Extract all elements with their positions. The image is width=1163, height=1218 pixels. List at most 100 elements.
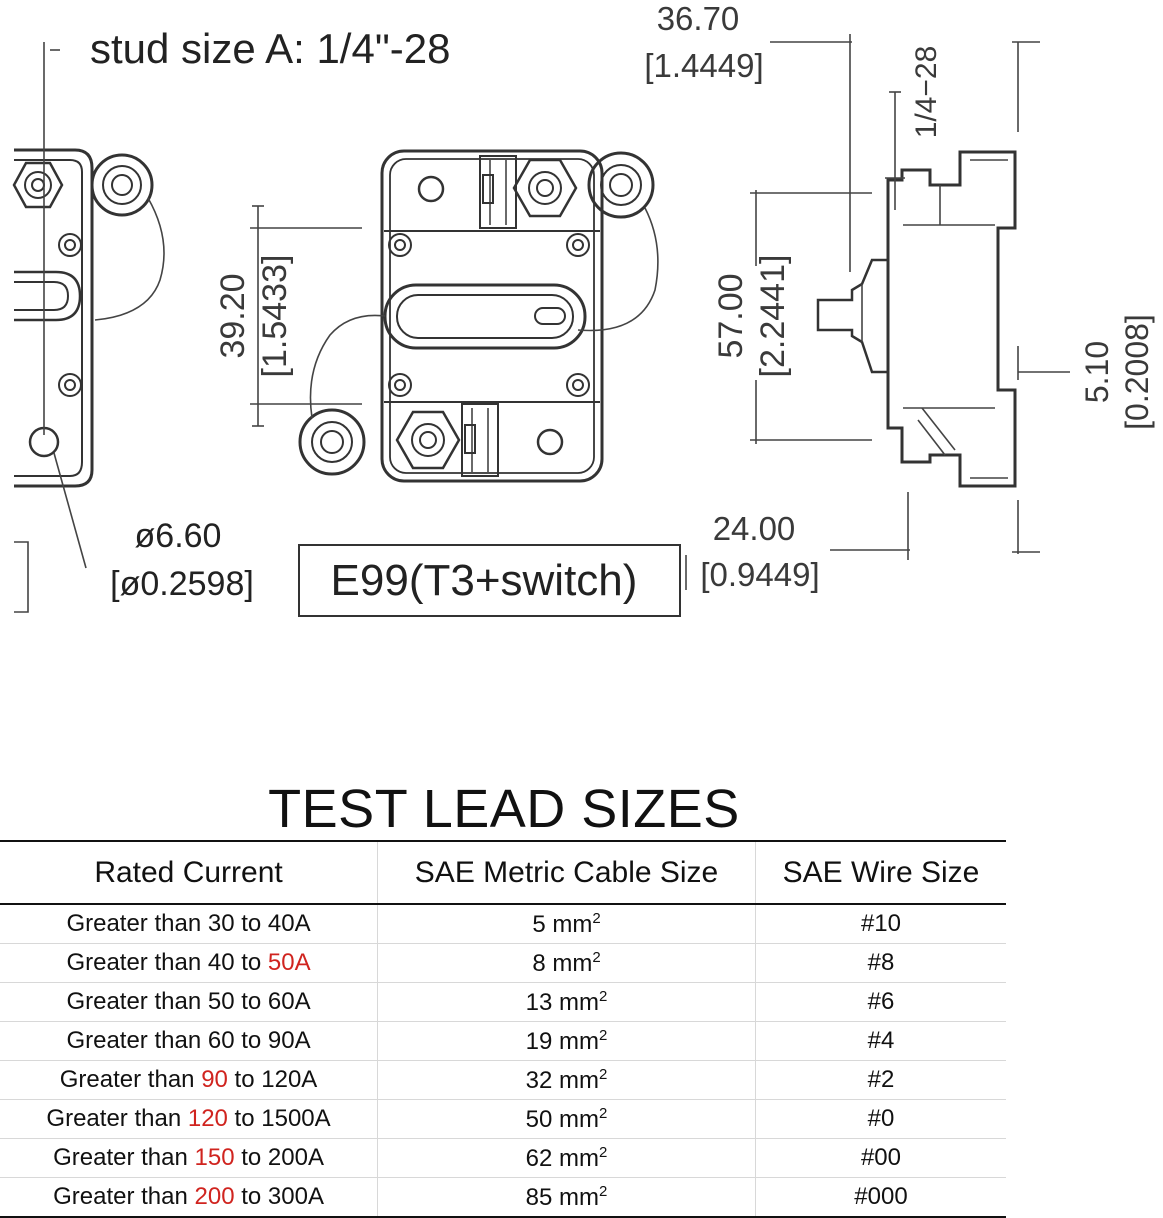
- cable-size-text: 13 mm: [525, 988, 600, 1016]
- rated-current-cell: Greater than 120 to 1500A: [0, 1099, 378, 1139]
- cable-size-text: 5 mm: [532, 910, 593, 938]
- cable-size-exponent: 2: [599, 1182, 608, 1200]
- cable-size-exponent: 2: [599, 1065, 608, 1083]
- left-partial-breaker: [12, 42, 165, 613]
- wire-size-cell: #4: [754, 1021, 1006, 1061]
- current-text: 50: [207, 988, 235, 1015]
- cable-size-exponent: 2: [599, 1143, 608, 1161]
- highlighted-value: 150: [194, 1144, 235, 1171]
- rated-current-cell: Greater than 40 to 50A: [0, 943, 378, 983]
- front-left-terminal-ring: [298, 314, 386, 476]
- current-text: Greater than: [46, 1105, 188, 1132]
- svg-text:[1.5433]: [1.5433]: [256, 255, 294, 378]
- test-lead-sizes-section: TEST LEAD SIZES Rated Current SAE Metric…: [0, 780, 1008, 1218]
- current-text: 200A: [267, 1144, 324, 1171]
- current-text: Greater than: [66, 910, 208, 937]
- header-wire-size: SAE Wire Size: [754, 840, 1006, 905]
- current-text: to: [234, 1183, 268, 1210]
- svg-text:1/4−28: 1/4−28: [910, 46, 943, 139]
- table-header-row: Rated Current SAE Metric Cable Size SAE …: [0, 840, 1006, 905]
- front-right-terminal-ring: [577, 151, 659, 332]
- model-label: E99(T3+switch): [298, 544, 681, 617]
- current-text: 60A: [267, 988, 311, 1015]
- dim-hole: ø6.60 [ø0.2598]: [110, 517, 254, 603]
- metric-cable-cell: 8 mm2: [377, 943, 756, 983]
- metric-cable-cell: 62 mm2: [377, 1138, 756, 1178]
- current-text: 120A: [261, 1066, 318, 1093]
- highlighted-value: 90: [201, 1066, 228, 1093]
- wire-size-cell: #10: [754, 904, 1006, 944]
- svg-text:24.00: 24.00: [713, 510, 796, 547]
- svg-text:ø6.60: ø6.60: [135, 517, 222, 555]
- cable-size-exponent: 2: [592, 948, 601, 966]
- test-lead-table: Rated Current SAE Metric Cable Size SAE …: [0, 840, 1006, 1218]
- highlighted-value: 120: [187, 1105, 228, 1132]
- header-rated-current: Rated Current: [0, 840, 378, 905]
- front-bottom-hex-nut: [395, 410, 461, 470]
- svg-text:5.10: 5.10: [1079, 341, 1115, 403]
- breaker-technical-drawing: stud size A: 1/4"-28: [12, 0, 1155, 617]
- table-title: TEST LEAD SIZES: [268, 779, 740, 839]
- current-text: to: [234, 910, 268, 937]
- wire-size-cell: #6: [754, 982, 1006, 1022]
- svg-text:E99(T3+switch): E99(T3+switch): [331, 556, 638, 605]
- metric-cable-cell: 85 mm2: [377, 1177, 756, 1218]
- svg-text:[ø0.2598]: [ø0.2598]: [110, 565, 254, 603]
- left-terminal-ring: [90, 153, 165, 321]
- metric-cable-cell: 5 mm2: [377, 904, 756, 944]
- dim-thread: 1/4−28: [885, 46, 943, 210]
- svg-text:[0.2008]: [0.2008]: [1119, 314, 1155, 430]
- rated-current-cell: Greater than 50 to 60A: [0, 982, 378, 1022]
- rated-current-cell: Greater than 30 to 40A: [0, 904, 378, 944]
- cable-size-text: 50 mm: [525, 1105, 600, 1133]
- dim-depth: 24.00 [0.9449]: [685, 492, 910, 593]
- current-text: to: [234, 988, 268, 1015]
- current-text: 40A: [267, 910, 311, 937]
- metric-cable-cell: 50 mm2: [377, 1099, 756, 1139]
- svg-text:36.70: 36.70: [657, 0, 740, 37]
- current-text: Greater than: [53, 1144, 195, 1171]
- cable-size-exponent: 2: [599, 1104, 608, 1122]
- front-mounting-hole-bottom: [536, 428, 564, 456]
- current-text: to: [234, 1027, 268, 1054]
- current-text: Greater than: [66, 949, 208, 976]
- wire-size-cell: #2: [754, 1060, 1006, 1100]
- current-text: 60: [207, 1027, 235, 1054]
- current-text: 40: [207, 949, 235, 976]
- highlighted-value: 50A: [267, 949, 311, 976]
- cable-size-text: 8 mm: [532, 949, 593, 977]
- svg-text:[0.9449]: [0.9449]: [700, 556, 819, 593]
- header-metric-cable-size: SAE Metric Cable Size: [377, 840, 756, 905]
- current-text: Greater than: [53, 1183, 195, 1210]
- rated-current-cell: Greater than 90 to 120A: [0, 1060, 378, 1100]
- front-view-breaker: [298, 149, 659, 483]
- current-text: Greater than: [59, 1066, 202, 1093]
- current-text: to: [227, 1066, 262, 1093]
- current-text: 300A: [267, 1183, 324, 1210]
- dim-width: 36.70 [1.4449]: [644, 0, 1040, 272]
- svg-text:[1.4449]: [1.4449]: [644, 47, 763, 84]
- front-top-hex-nut: [512, 158, 578, 218]
- metric-cable-cell: 19 mm2: [377, 1021, 756, 1061]
- cable-size-text: 32 mm: [525, 1066, 600, 1094]
- svg-text:[2.2441]: [2.2441]: [754, 255, 792, 378]
- rated-current-cell: Greater than 60 to 90A: [0, 1021, 378, 1061]
- cable-size-exponent: 2: [599, 1026, 608, 1044]
- wire-size-cell: #000: [754, 1177, 1006, 1218]
- cable-size-exponent: 2: [599, 987, 608, 1005]
- dim-flange: 5.10 [0.2008]: [1012, 314, 1155, 554]
- metric-cable-cell: 13 mm2: [377, 982, 756, 1022]
- current-text: 30: [207, 910, 235, 937]
- reset-switch-slot: [383, 283, 587, 350]
- current-text: Greater than: [66, 1027, 208, 1054]
- metric-cable-cell: 32 mm2: [377, 1060, 756, 1100]
- wire-size-cell: #0: [754, 1099, 1006, 1139]
- cable-size-exponent: 2: [592, 909, 601, 927]
- current-text: 1500A: [261, 1105, 331, 1132]
- rated-current-cell: Greater than 200 to 300A: [0, 1177, 378, 1218]
- front-mounting-hole-top: [417, 175, 445, 203]
